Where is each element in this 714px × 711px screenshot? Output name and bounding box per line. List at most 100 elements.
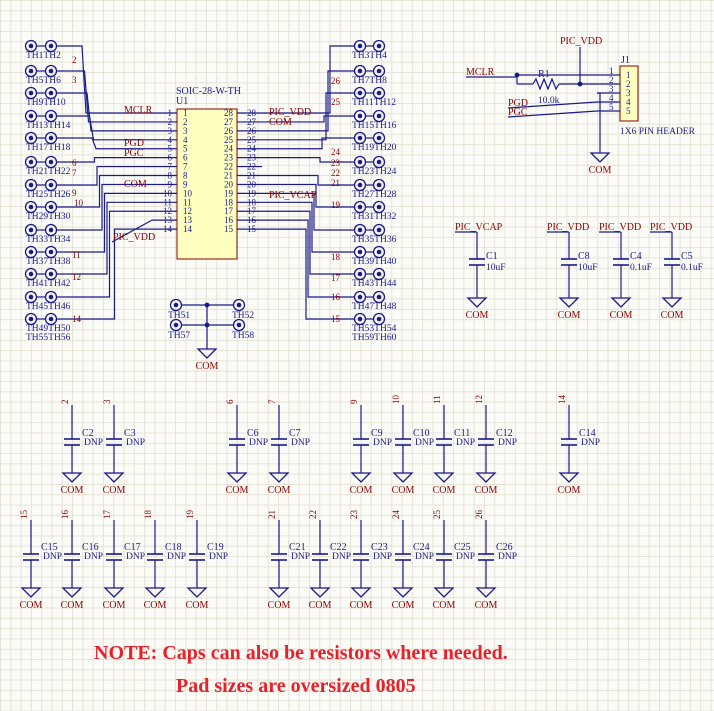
testpoint-hole: [376, 249, 382, 255]
ic-pin-number-inner: 3: [183, 126, 188, 136]
net-route-right: [262, 115, 355, 123]
net-label: PIC_VDD: [560, 36, 602, 47]
ic-pin-number: 15: [247, 224, 257, 234]
testpoint-hole: [236, 322, 242, 328]
testpoint-pad: [44, 200, 58, 214]
testpoint-pad: [44, 267, 58, 281]
testpoint-pad: [24, 223, 38, 237]
header-pin-number-inner: 1: [626, 70, 631, 80]
testpoint-hole: [28, 249, 34, 255]
pin-net-tag: 15: [331, 314, 341, 324]
ic-pin-number-inner: 23: [224, 153, 234, 163]
ic-pin-number: 3: [168, 126, 173, 136]
testpoint-pad: [44, 86, 58, 100]
net-route-right: [262, 228, 355, 320]
testpoint-label: TH47TH48: [352, 302, 397, 312]
pin-net-tag: 23: [349, 510, 359, 520]
cap-designator: C22: [330, 542, 347, 553]
header-designator: J1: [621, 55, 630, 66]
cap-value: DNP: [43, 552, 62, 562]
ic-pin-number-inner: 19: [224, 188, 234, 198]
ic-pin-number-inner: 8: [183, 171, 188, 181]
testpoint-pad: [24, 64, 38, 78]
pin-net-tag: 17: [331, 273, 341, 283]
testpoint-hole: [48, 43, 54, 49]
cap-value: DNP: [498, 438, 517, 448]
pin-net-tag: 16: [60, 510, 70, 520]
cap-value: 0.1uF: [681, 263, 703, 273]
pin-net-tag: 23: [331, 158, 341, 168]
pin-net-tag: 14: [557, 395, 567, 405]
testpoint-hole: [376, 135, 382, 141]
net-route-left: [57, 210, 152, 298]
net-route-right: [262, 157, 355, 163]
ground-symbol: [103, 587, 125, 598]
testpoint-pad: [353, 178, 367, 192]
testpoint-label: TH51: [168, 311, 190, 321]
ic-pin-number-inner: 20: [224, 179, 234, 189]
pin-net-tag: 2: [60, 400, 70, 405]
net-label: MCLR: [466, 67, 495, 78]
net-label: PIC_VDD: [650, 222, 692, 233]
testpoint-hole: [48, 271, 54, 277]
ground-label: COM: [392, 600, 415, 611]
testpoint-pad: [353, 109, 367, 123]
cap-designator: C2: [82, 428, 94, 439]
cap-value: DNP: [126, 438, 145, 448]
header-description: 1X6 PIN HEADER: [620, 127, 696, 137]
testpoint-label: TH45TH46: [26, 302, 71, 312]
ground-label: COM: [309, 600, 332, 611]
net-route-left: [57, 183, 152, 231]
testpoint-hole: [28, 43, 34, 49]
ic-pin-number-inner: 9: [183, 179, 188, 189]
testpoint-label: TH19TH20: [352, 143, 397, 153]
net-label: PGD: [508, 98, 528, 109]
net-route-left: [57, 201, 152, 275]
header-pin-number-inner: 3: [626, 88, 631, 98]
pin-net-tag: 2: [72, 55, 77, 65]
testpoint-pad: [44, 245, 58, 259]
ic-pin-number: 11: [163, 197, 172, 207]
cap-designator: C17: [124, 542, 141, 553]
ic-pin-number-inner: 28: [224, 108, 234, 118]
cap-designator: C6: [247, 428, 259, 439]
cap-value: 0.1uF: [630, 263, 652, 273]
testpoint-hole: [28, 182, 34, 188]
resistor-value: 10.0k: [538, 96, 560, 106]
net-label: PIC_VDD: [547, 222, 589, 233]
testpoint-pad: [353, 223, 367, 237]
testpoint-hole: [357, 271, 363, 277]
net-label: PIC_VCAP: [455, 222, 503, 233]
ic-pin-number: 10: [163, 188, 173, 198]
testpoint-pad: [353, 155, 367, 169]
testpoint-hole: [376, 204, 382, 210]
ground-symbol: [196, 348, 218, 359]
testpoint-pad: [232, 318, 246, 332]
ic-pin-number-inner: 14: [183, 224, 193, 234]
net-route-left: [57, 45, 152, 114]
testpoint-label: TH59TH60: [352, 333, 397, 343]
header-pin-number-inner: 5: [626, 106, 631, 116]
testpoint-hole: [357, 113, 363, 119]
pin-net-tag: 15: [19, 510, 29, 520]
testpoint-pad: [44, 155, 58, 169]
testpoint-pad: [169, 318, 183, 332]
resistor-designator: R1: [538, 69, 550, 80]
header-pin-number: 4: [609, 93, 614, 103]
testpoint-label: TH35TH36: [352, 235, 397, 245]
testpoint-pad: [372, 131, 386, 145]
ground-symbol: [661, 297, 683, 308]
ground-label: COM: [103, 485, 126, 496]
pin-net-tag: 22: [308, 510, 318, 519]
net-label: MCLR: [124, 105, 153, 116]
ground-label: COM: [475, 600, 498, 611]
ic-pin-number: 1: [168, 108, 173, 118]
testpoint-hole: [48, 113, 54, 119]
testpoint-hole: [376, 68, 382, 74]
testpoint-label: TH21TH22: [26, 167, 71, 177]
ic-pin-number: 6: [168, 153, 173, 163]
testpoint-hole: [173, 322, 179, 328]
testpoint-hole: [376, 90, 382, 96]
testpoint-label: TH9TH10: [26, 98, 66, 108]
testpoint-pad: [353, 64, 367, 78]
